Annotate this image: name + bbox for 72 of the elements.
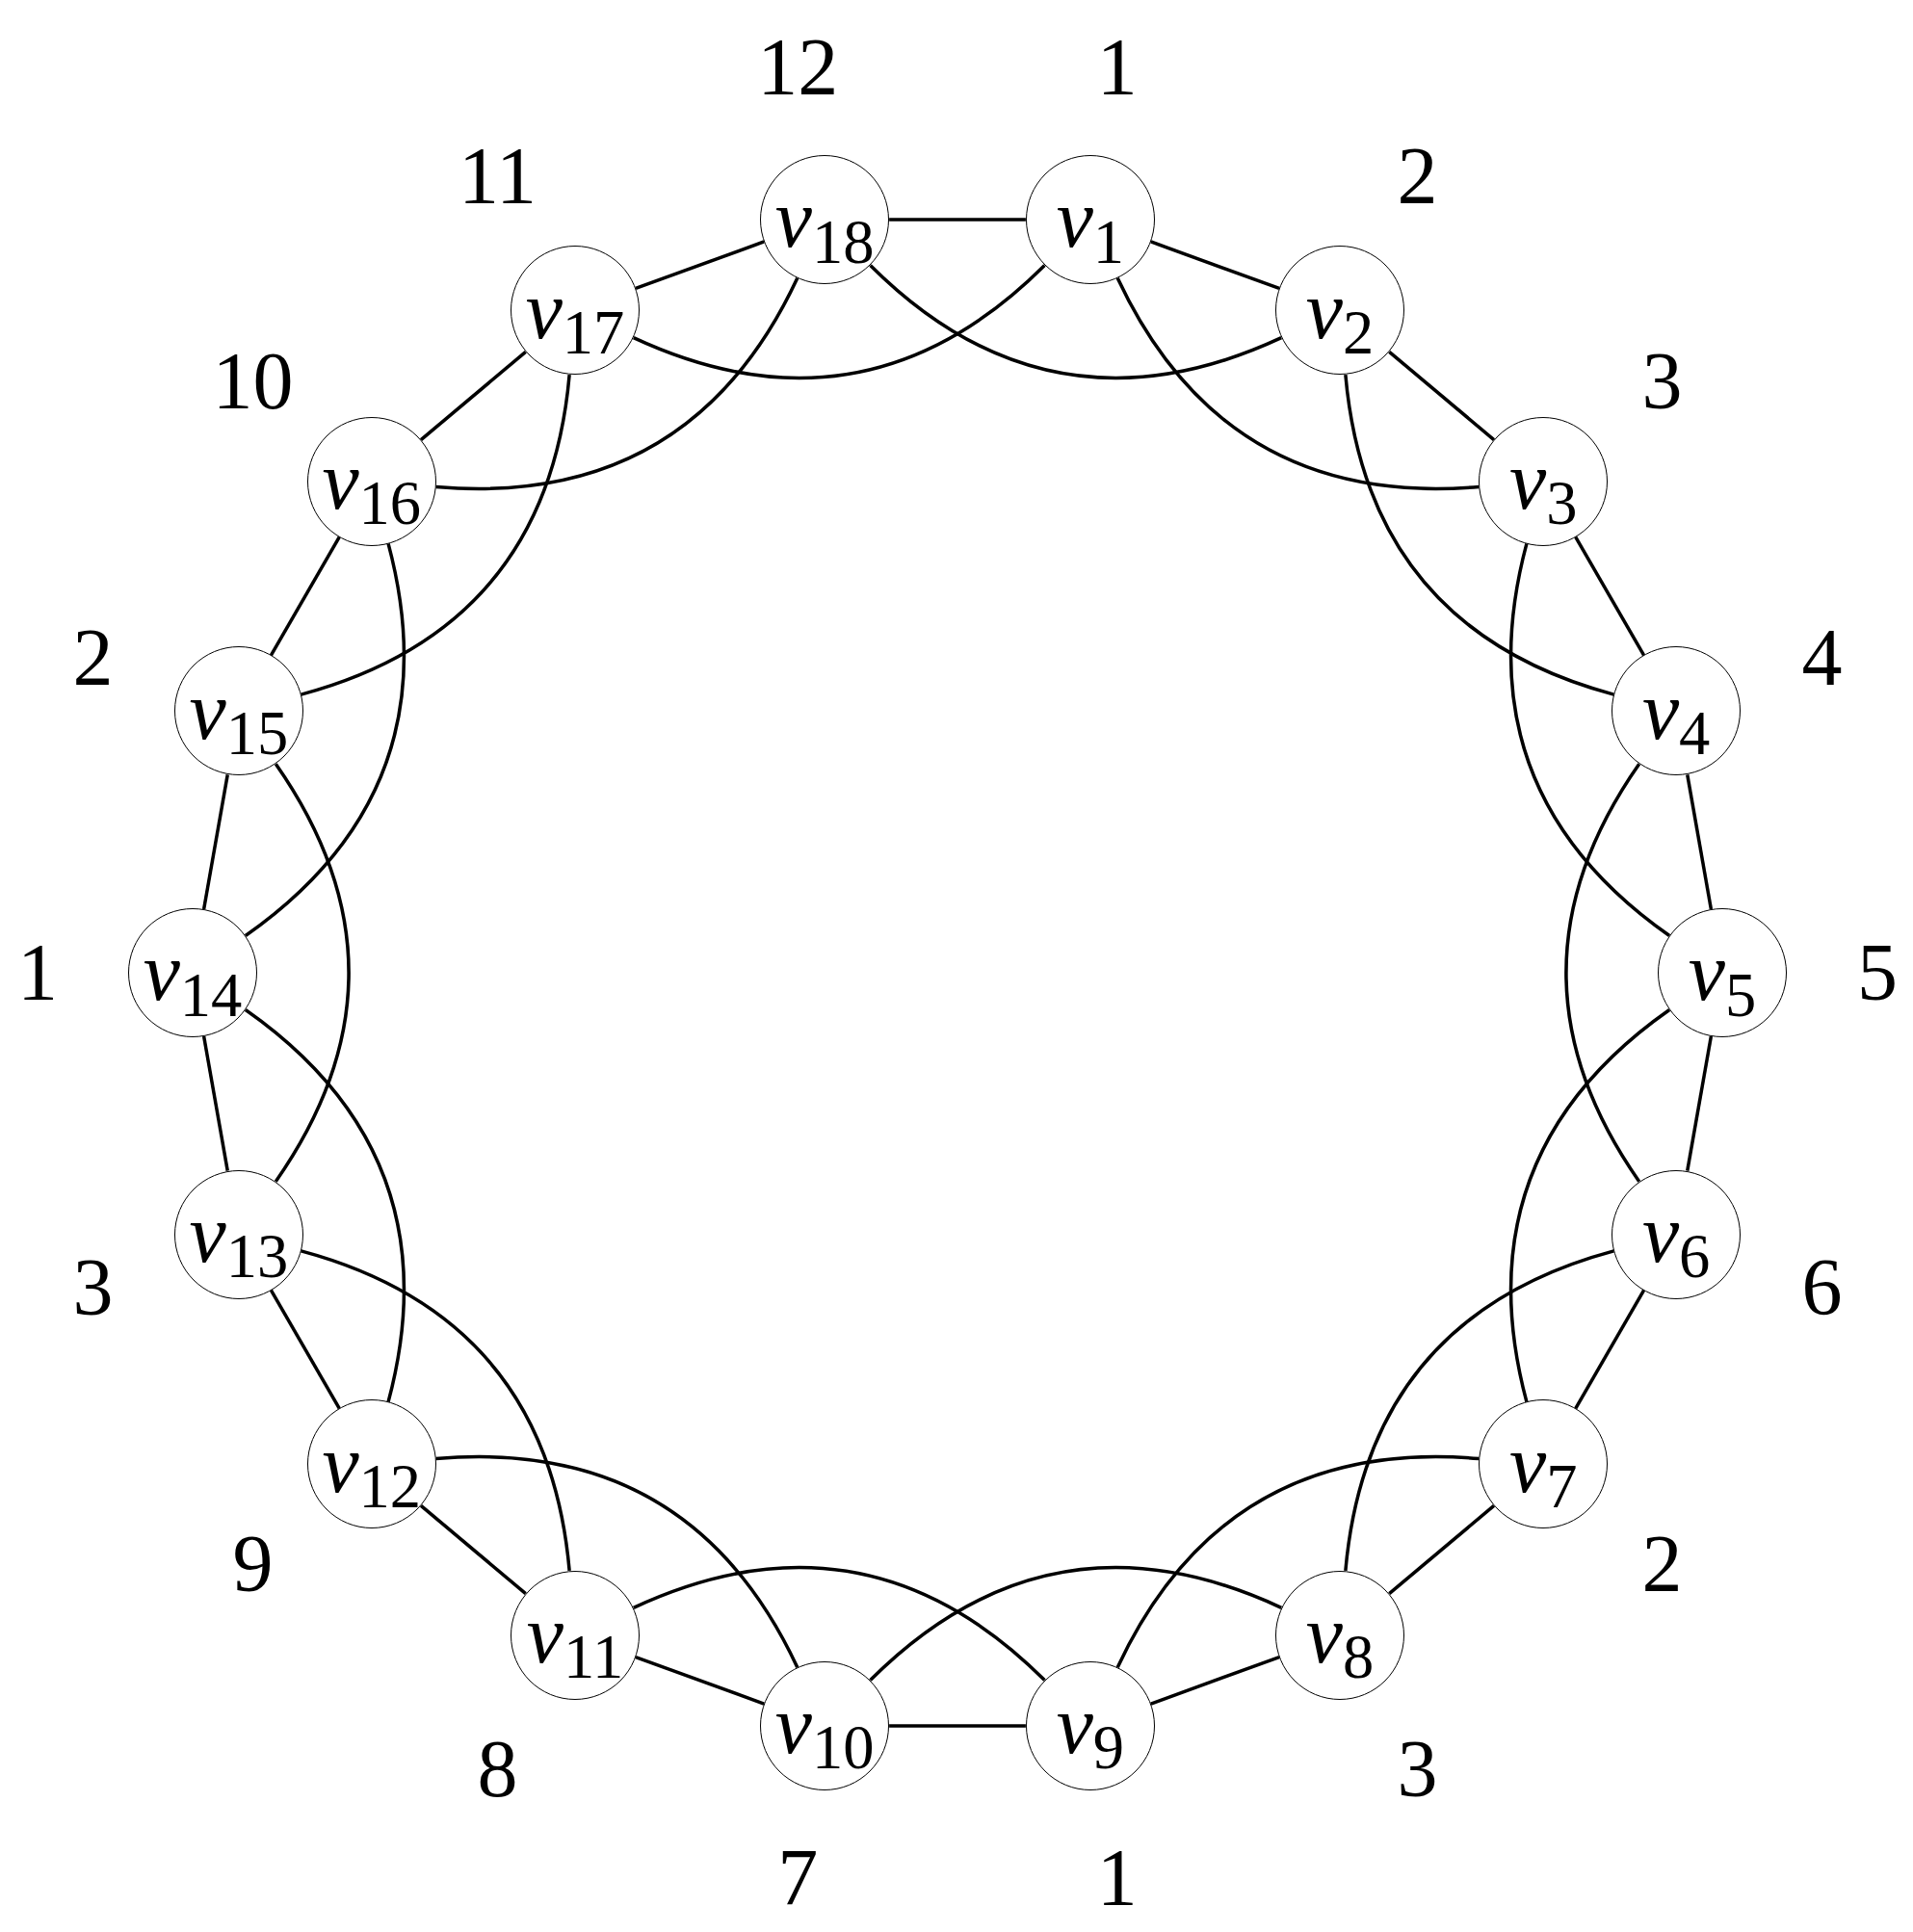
curved-edge xyxy=(1115,1454,1480,1669)
vertex-number: 2 xyxy=(1397,135,1438,217)
vertex-label: v$_{3}$ xyxy=(1509,433,1578,532)
vertex-number: 4 xyxy=(1801,617,1843,699)
vertex-label: v$_{10}$ xyxy=(774,1678,875,1776)
vertex-label: v$_{12}$ xyxy=(322,1416,422,1514)
vertex-number: 3 xyxy=(1641,341,1683,423)
vertex-number: 2 xyxy=(72,617,114,699)
vertex-label: v$_{5}$ xyxy=(1688,925,1757,1023)
vertex-label: v$_{1}$ xyxy=(1056,171,1125,270)
edge-line xyxy=(1388,351,1496,441)
vertex-label: v$_{4}$ xyxy=(1641,663,1711,761)
edge-line xyxy=(635,240,765,291)
curved-edge xyxy=(633,1566,1046,1682)
curved-edge xyxy=(1344,374,1614,696)
vertex-number: 8 xyxy=(477,1729,518,1811)
edge-line xyxy=(1686,774,1714,910)
curved-edge xyxy=(301,374,571,696)
vertex-label: v$_{15}$ xyxy=(189,663,289,761)
vertex-label: v$_{6}$ xyxy=(1641,1186,1711,1285)
vertex-number: 9 xyxy=(232,1523,274,1605)
vertex-label: v$_{2}$ xyxy=(1305,262,1375,360)
edge-line xyxy=(1150,1655,1280,1706)
curved-edge xyxy=(1564,763,1641,1183)
edge-line xyxy=(201,774,229,910)
edge-line xyxy=(1574,535,1646,657)
curved-edge xyxy=(869,1566,1282,1682)
vertex-label: v$_{11}$ xyxy=(526,1587,624,1685)
vertex-number: 1 xyxy=(17,932,58,1013)
edge-line xyxy=(1686,1035,1714,1171)
edge-line xyxy=(419,1504,527,1595)
edge-line xyxy=(1150,240,1280,291)
edge-line xyxy=(1388,1504,1496,1595)
vertex-number: 3 xyxy=(1397,1729,1438,1811)
vertex-number: 5 xyxy=(1857,932,1898,1013)
vertex-label: v$_{16}$ xyxy=(322,433,422,532)
curved-edge xyxy=(633,264,1046,379)
curved-edge xyxy=(1115,276,1480,491)
vertex-number: 7 xyxy=(777,1838,819,1919)
curved-edge xyxy=(301,1249,571,1572)
vertex-label: v$_{14}$ xyxy=(143,925,243,1023)
vertex-number: 6 xyxy=(1801,1246,1843,1328)
edge-line xyxy=(889,1724,1026,1728)
vertex-label: v$_{18}$ xyxy=(774,171,875,270)
curved-edge xyxy=(435,276,799,491)
vertex-label: v$_{9}$ xyxy=(1056,1678,1125,1776)
vertex-label: v$_{13}$ xyxy=(189,1186,289,1285)
edge-line xyxy=(269,535,341,657)
edge-line xyxy=(635,1655,765,1706)
vertex-number: 2 xyxy=(1641,1523,1683,1605)
edge-line xyxy=(1574,1289,1646,1410)
edge-line xyxy=(419,351,527,441)
curved-edge xyxy=(435,1454,799,1669)
vertex-number: 1 xyxy=(1096,1838,1138,1919)
curved-edge xyxy=(244,1008,406,1403)
curved-edge xyxy=(1508,542,1671,937)
vertex-label: v$_{7}$ xyxy=(1509,1416,1578,1514)
vertex-number: 11 xyxy=(459,135,537,217)
curved-edge xyxy=(274,763,351,1183)
curved-edge xyxy=(869,264,1282,379)
vertex-label: v$_{17}$ xyxy=(525,262,625,360)
curved-edge xyxy=(1344,1249,1614,1572)
edge-line xyxy=(889,218,1026,222)
vertex-number: 3 xyxy=(72,1246,114,1328)
vertex-number: 12 xyxy=(757,26,839,108)
edge-line xyxy=(269,1289,341,1410)
curved-edge xyxy=(1508,1008,1671,1403)
vertex-number: 1 xyxy=(1096,26,1138,108)
vertex-label: v$_{8}$ xyxy=(1305,1587,1375,1685)
vertex-number: 10 xyxy=(212,341,294,423)
curved-edge xyxy=(244,542,406,937)
edge-line xyxy=(201,1035,229,1171)
